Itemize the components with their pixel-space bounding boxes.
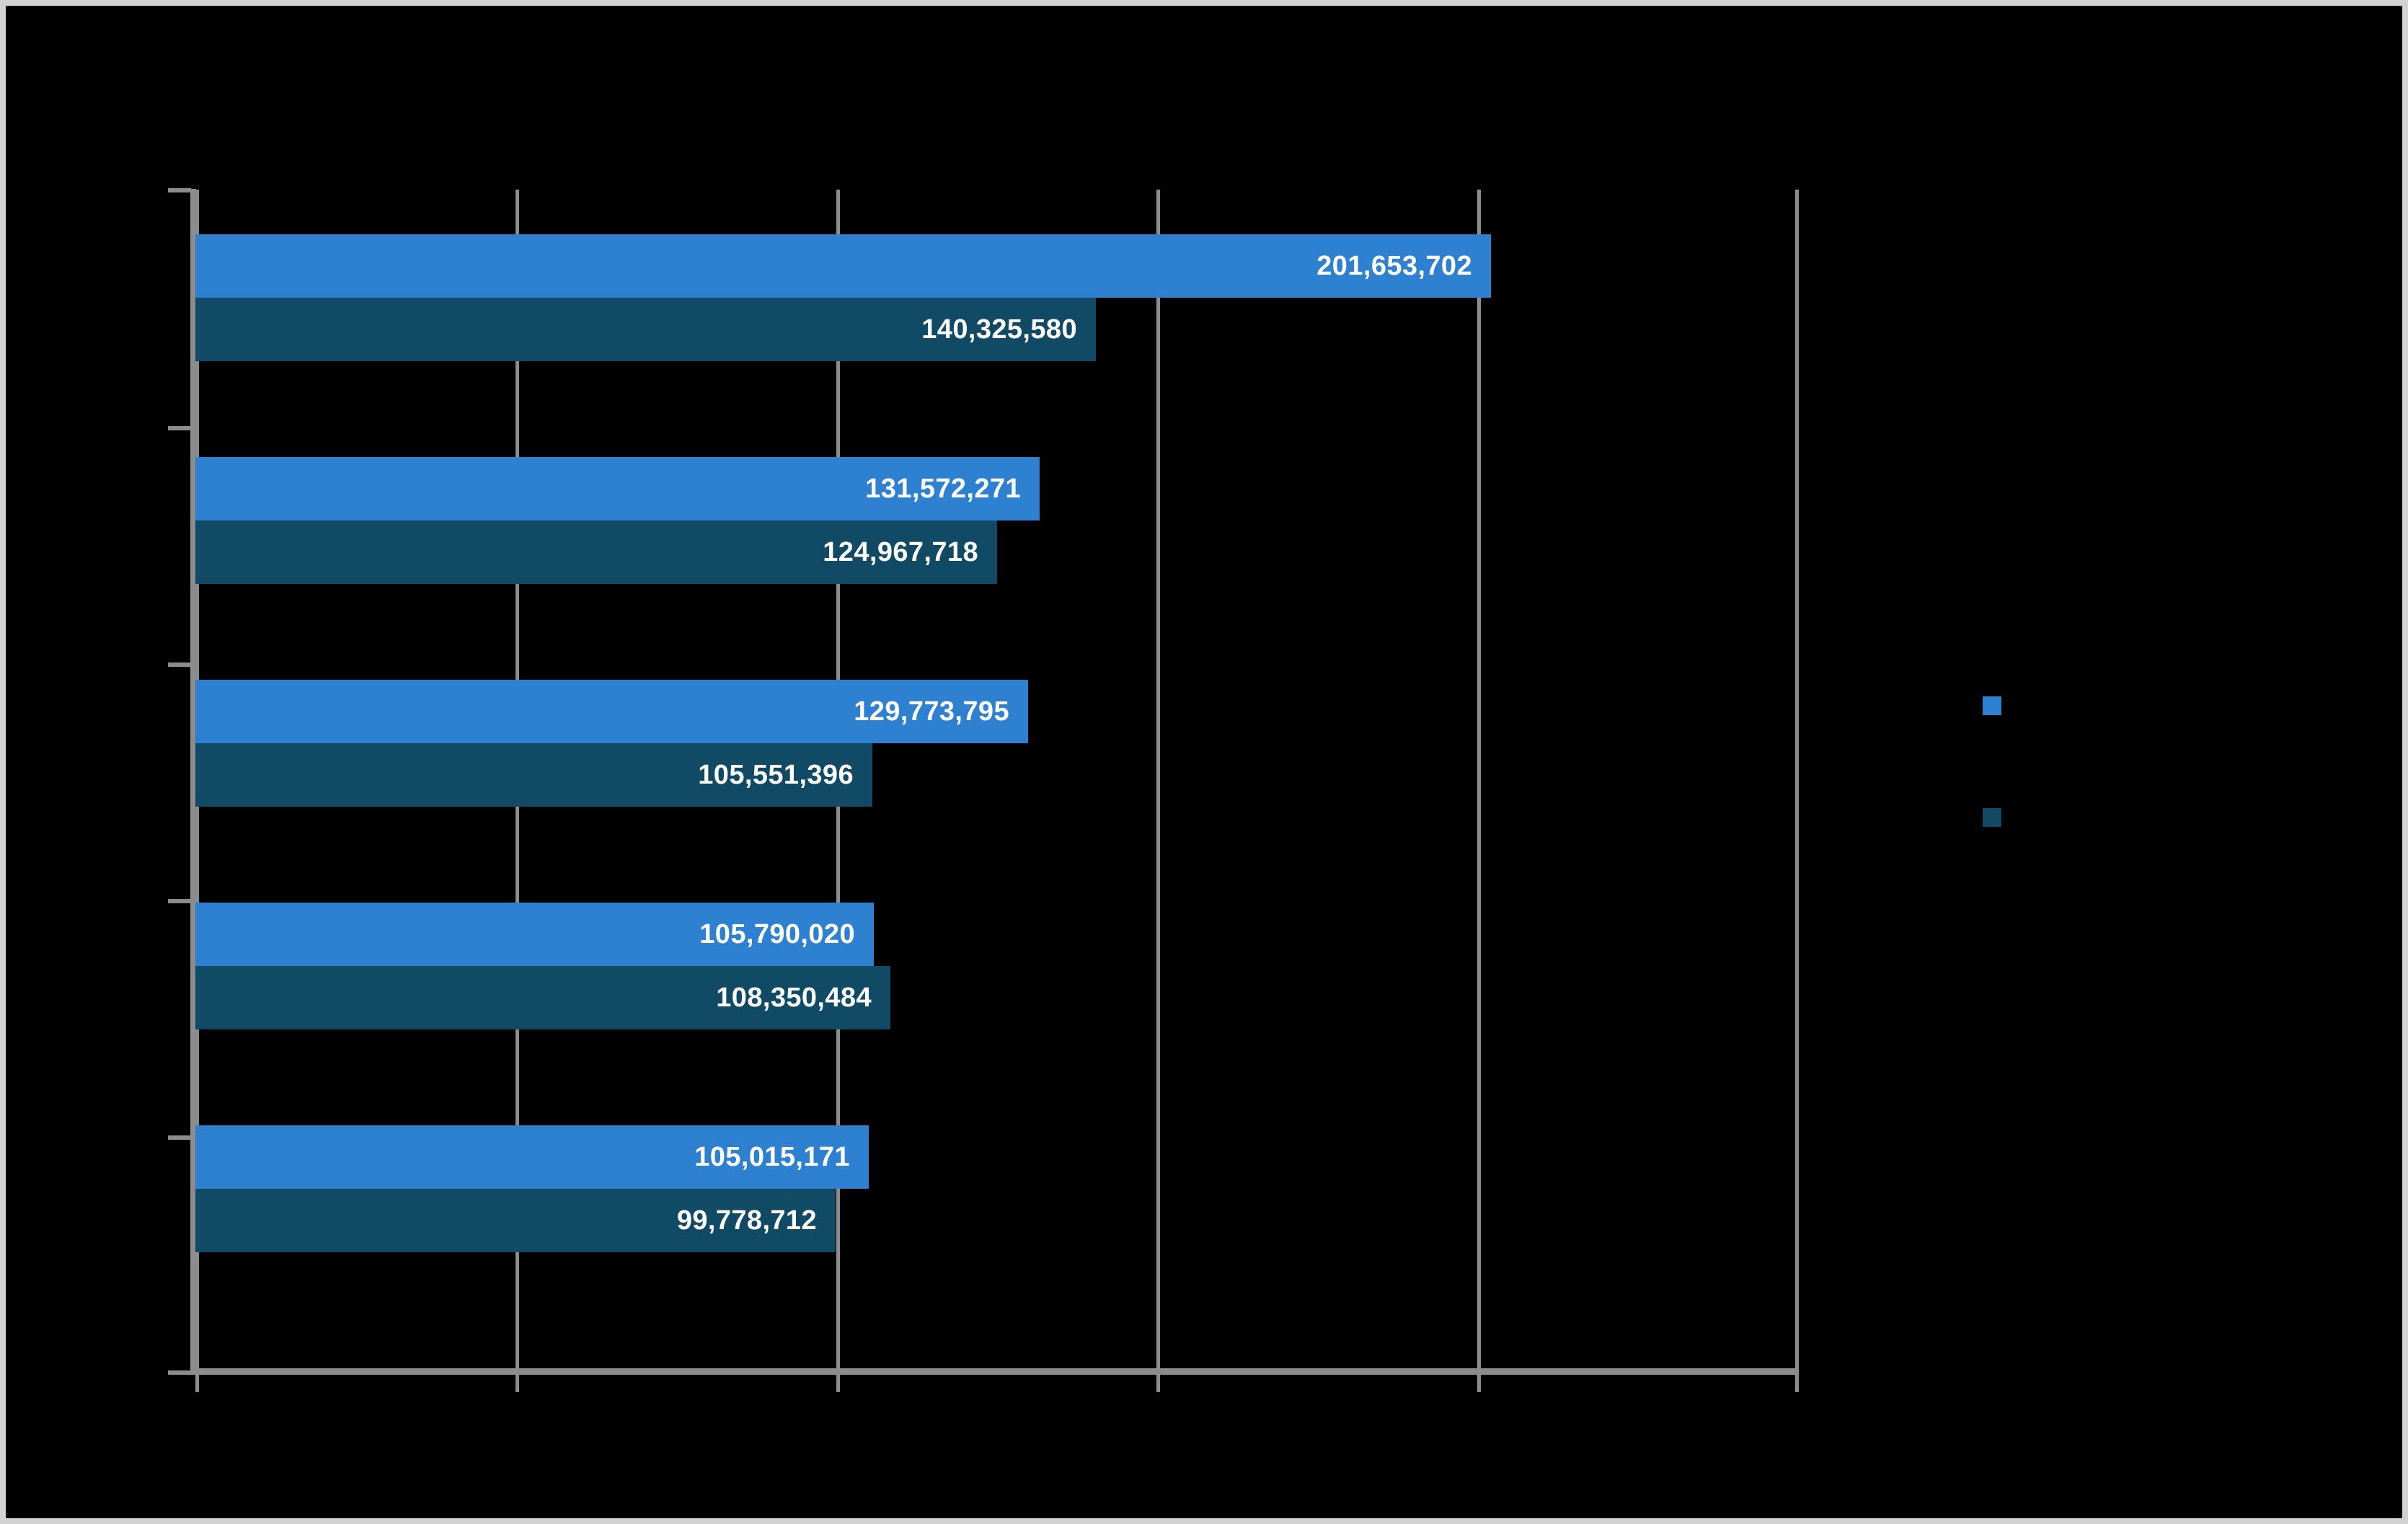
bar-group1-series0[interactable]: 131,572,271 — [195, 457, 1040, 520]
bar-group1-series1[interactable]: 124,967,718 — [195, 520, 997, 584]
bar-value-label: 105,790,020 — [699, 918, 855, 949]
value-tick-3 — [1156, 1375, 1160, 1392]
bar-group3-series1[interactable]: 108,350,484 — [195, 966, 890, 1029]
bar-value-label: 124,967,718 — [823, 536, 978, 567]
bar-value-label: 140,325,580 — [921, 314, 1077, 345]
legend-swatch-series-2 — [1983, 808, 2001, 827]
bar-group3-series0[interactable]: 105,790,020 — [195, 903, 874, 966]
legend-entry-0[interactable] — [1983, 696, 2014, 715]
gridline-4 — [1477, 190, 1481, 1371]
value-axis-line — [195, 1368, 1799, 1375]
value-tick-2 — [836, 1375, 840, 1392]
bar-group2-series0[interactable]: 129,773,795 — [195, 680, 1028, 743]
category-tick-1 — [168, 426, 191, 430]
value-tick-0 — [195, 1375, 199, 1392]
bar-group2-series1[interactable]: 105,551,396 — [195, 743, 872, 807]
category-tick-2 — [168, 663, 191, 667]
category-tick-0 — [168, 188, 191, 192]
gridline-5 — [1795, 190, 1799, 1371]
gridline-3 — [1156, 190, 1160, 1371]
value-tick-4 — [1477, 1375, 1481, 1392]
bar-group4-series0[interactable]: 105,015,171 — [195, 1125, 869, 1189]
category-axis-line — [190, 189, 196, 1375]
bar-value-label: 129,773,795 — [854, 696, 1009, 727]
value-tick-5 — [1795, 1375, 1799, 1392]
bar-value-label: 131,572,271 — [865, 473, 1021, 504]
bar-value-label: 99,778,712 — [676, 1205, 817, 1236]
category-tick-3 — [168, 899, 191, 903]
category-tick-4 — [168, 1135, 191, 1140]
bar-group0-series0[interactable]: 201,653,702 — [195, 234, 1491, 298]
value-tick-1 — [515, 1375, 519, 1392]
bar-value-label: 108,350,484 — [716, 982, 872, 1013]
legend-entry-1[interactable] — [1983, 808, 2014, 827]
bar-group4-series1[interactable]: 99,778,712 — [195, 1189, 836, 1252]
bar-value-label: 105,551,396 — [698, 759, 854, 790]
bar-value-label: 105,015,171 — [694, 1141, 850, 1172]
bar-group0-series1[interactable]: 140,325,580 — [195, 298, 1096, 361]
bar-value-label: 201,653,702 — [1316, 250, 1472, 281]
category-tick-5 — [168, 1370, 191, 1375]
plot-area: 201,653,702 140,325,580 131,572,271 124,… — [168, 188, 1799, 1392]
legend-swatch-series-1 — [1983, 696, 2001, 715]
